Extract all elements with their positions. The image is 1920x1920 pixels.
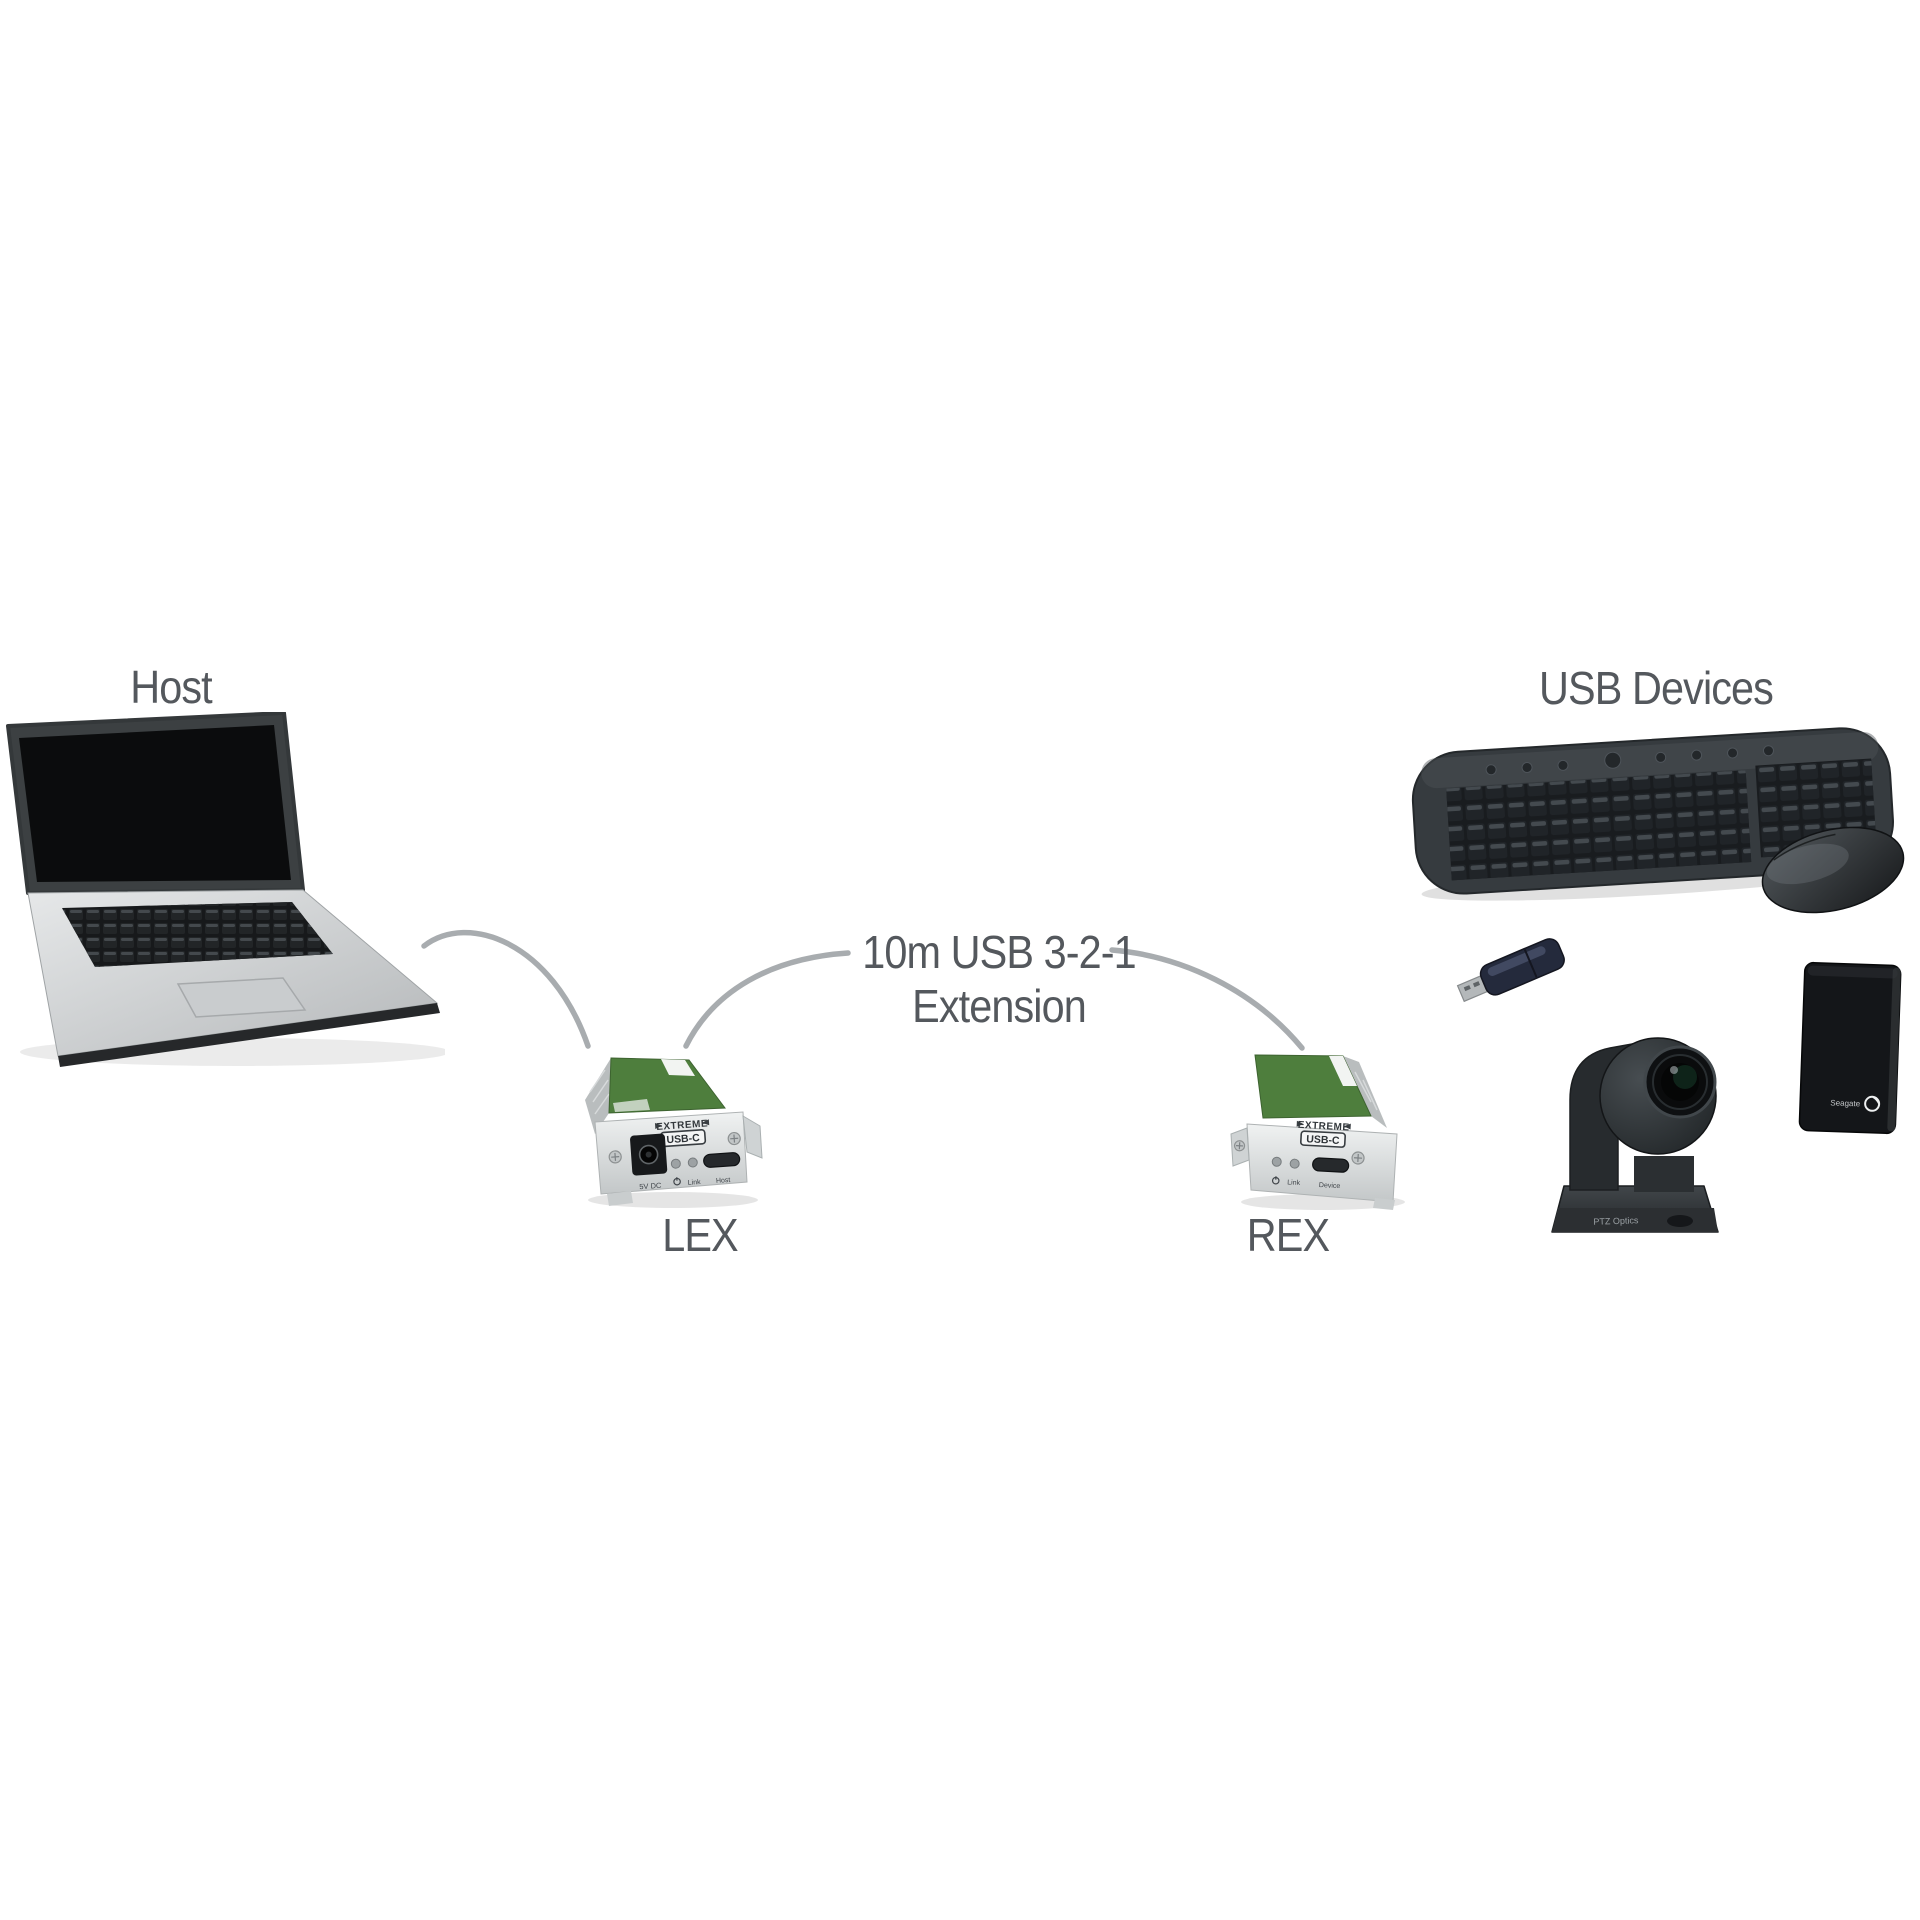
mouse-sheen — [1766, 843, 1849, 885]
rex-rib-line — [1354, 1071, 1372, 1103]
cable-host-to-lex — [421, 929, 591, 1049]
rex-rib-line — [1362, 1079, 1378, 1111]
link-led-label: Link — [688, 1179, 702, 1187]
cable-label-to-rex — [1109, 947, 1305, 1051]
laptop-trackpad — [176, 977, 307, 1018]
power-led — [670, 1158, 681, 1169]
screw-icon — [1351, 1151, 1365, 1165]
rex-face-details: EXTREME USB-C Link Device — [1233, 1120, 1365, 1190]
host-label: Host — [130, 661, 212, 713]
usb-flash-drive — [1456, 938, 1565, 1003]
host-port-label: Host — [716, 1177, 731, 1185]
rex-extender: EXTREME USB-C Link Device — [1230, 1054, 1405, 1210]
laptop-screen — [19, 725, 291, 882]
external-hard-drive: Seagate — [1798, 961, 1902, 1135]
usbc-port — [703, 1152, 741, 1168]
rex-label: REX — [1246, 1209, 1330, 1261]
lex-rib-line — [594, 1093, 610, 1115]
cable-label-line2: Extension — [912, 980, 1087, 1032]
rex-bottom-foot — [1373, 1198, 1395, 1210]
cable-length-label: 10m USB 3-2-1 Extension — [862, 925, 1137, 1033]
lex-label: LEX — [662, 1209, 738, 1261]
device-port-label: Device — [1319, 1182, 1341, 1190]
flash-drive-sheen — [1487, 946, 1546, 976]
power-jack — [630, 1133, 668, 1176]
logo-arrow-left — [1296, 1120, 1304, 1127]
logo-arrow-right — [702, 1119, 710, 1126]
cable-lex-to-label — [683, 950, 851, 1049]
keyboard-key-field-pattern — [1446, 770, 1752, 881]
flash-drive-connector-hole — [1472, 981, 1481, 988]
laptop-keyboard-keys-pattern — [62, 902, 333, 967]
usbc-port — [1312, 1157, 1350, 1173]
lex-brand-top: EXTREME — [656, 1118, 708, 1133]
logo-arrow-left — [654, 1123, 663, 1130]
laptop-illustration — [6, 712, 445, 1067]
usbc-logo-box — [1300, 1130, 1346, 1148]
camera-ir-window — [1667, 1215, 1693, 1227]
logo-arrow-right — [1343, 1123, 1351, 1130]
lex-rib-line — [589, 1069, 606, 1093]
link-led-label: Link — [1287, 1179, 1301, 1187]
camera-neck — [1634, 1156, 1694, 1192]
flash-drive-connector-hole — [1463, 985, 1471, 992]
cable-label-line1: 10m USB 3-2-1 — [862, 926, 1137, 978]
hdd-edge-highlight — [1887, 967, 1901, 1132]
mouse-seam — [1773, 833, 1836, 861]
link-led — [687, 1157, 698, 1168]
camera-base-label: PTZ Optics — [1593, 1215, 1639, 1227]
rex-brand-bottom: USB-C — [1306, 1133, 1340, 1147]
power-jack-label: 5V DC — [639, 1181, 662, 1192]
flash-drive-body — [1479, 938, 1565, 996]
mouse-body — [1761, 826, 1905, 914]
lex-bottom-foot — [607, 1191, 633, 1206]
lex-extender: EXTREME USB-C 5V DC Link Host — [585, 1057, 763, 1208]
link-led — [1289, 1158, 1300, 1169]
screw-icon — [727, 1131, 741, 1146]
lex-top-sticker-2 — [613, 1099, 650, 1112]
extreme-usbc-logo: EXTREME USB-C — [654, 1118, 710, 1148]
extreme-usbc-logo: EXTREME USB-C — [1296, 1120, 1351, 1148]
lex-side-ribs — [585, 1058, 611, 1134]
flash-drive-cap-seam — [1523, 949, 1538, 978]
keyboard-media-buttons — [1485, 745, 1774, 776]
lex-face-details: EXTREME USB-C 5V DC Link Host — [608, 1118, 741, 1192]
screw-icon — [608, 1150, 622, 1164]
hdd-brand-label: Seagate — [1830, 1098, 1861, 1108]
lex-right-wing — [742, 1115, 763, 1159]
screw-icon — [1233, 1140, 1246, 1152]
keyboard-top-sheen — [1421, 731, 1879, 789]
hdd-brand-logo — [1864, 1095, 1881, 1112]
usb-mouse — [1761, 826, 1905, 914]
laptop-front-edge — [58, 1003, 440, 1067]
hdd-top-sheen — [1807, 965, 1898, 979]
lex-rib-line — [592, 1079, 609, 1103]
power-icon — [1271, 1176, 1280, 1185]
power-icon — [673, 1177, 681, 1186]
rex-top-sticker — [1329, 1056, 1357, 1086]
ptz-camera: PTZ Optics — [1551, 1037, 1719, 1233]
lex-brand-bottom: USB-C — [666, 1132, 700, 1146]
rex-brand-top: EXTREME — [1297, 1120, 1349, 1134]
usb-devices-label: USB Devices — [1539, 662, 1774, 714]
power-led — [1271, 1156, 1282, 1167]
lex-top-sticker — [661, 1059, 695, 1076]
camera-lens-icon — [1643, 1045, 1717, 1119]
